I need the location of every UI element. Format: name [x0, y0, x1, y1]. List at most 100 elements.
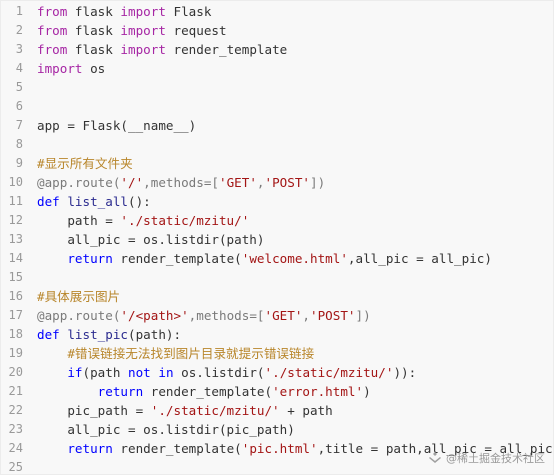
- code-token: (path: [82, 365, 129, 380]
- code-token: import: [120, 23, 166, 38]
- code-token: './static/mzitu/': [120, 213, 250, 228]
- code-text: return render_template('pic.html',title …: [37, 439, 554, 458]
- code-token: os: [82, 61, 106, 76]
- code-token: from: [37, 23, 68, 38]
- code-token: )):: [393, 365, 417, 380]
- line-number: 18: [8, 327, 23, 341]
- code-token: in: [158, 365, 174, 380]
- code-text: def list_all():: [37, 192, 151, 211]
- code-token: return: [67, 441, 113, 456]
- code-text: def list_pic(path):: [37, 325, 181, 344]
- code-token: ): [363, 384, 371, 399]
- code-text: @app.route('/<path>',methods=['GET','POS…: [37, 306, 371, 325]
- code-line: 6: [1, 97, 553, 116]
- code-text: return render_template('welcome.html',al…: [37, 249, 492, 268]
- line-number: 7: [15, 118, 23, 132]
- line-number: 10: [8, 175, 23, 189]
- code-line: 23 all_pic = os.listdir(pic_path): [1, 420, 553, 439]
- line-number: 15: [8, 270, 23, 284]
- code-text: path = './static/mzitu/': [37, 211, 249, 230]
- code-token: '/<path>': [120, 308, 189, 323]
- code-text: from flask import request: [37, 21, 227, 40]
- code-token: render_template: [165, 42, 288, 57]
- code-token: ():: [128, 194, 151, 209]
- code-token: return: [97, 384, 144, 399]
- code-text: #显示所有文件夹: [37, 154, 133, 173]
- code-token: from: [37, 42, 68, 57]
- code-text: #错误链接无法找到图片目录就提示错误链接: [37, 344, 314, 363]
- code-line: 19 #错误链接无法找到图片目录就提示错误链接: [1, 344, 553, 363]
- code-token: [37, 346, 67, 361]
- code-token: ]): [310, 175, 326, 190]
- code-text: import os: [37, 59, 105, 78]
- code-token: 'GET': [264, 308, 303, 323]
- watermark: @稀土掘金技术社区: [428, 450, 545, 466]
- code-line: 8: [1, 135, 553, 154]
- code-text: @app.route('/',methods=['GET','POST']): [37, 173, 325, 192]
- code-token: 'error.html': [272, 384, 364, 399]
- code-line: 18 def list_pic(path):: [1, 325, 553, 344]
- code-token: flask: [67, 23, 121, 38]
- code-text: all_pic = os.listdir(path): [37, 230, 264, 249]
- code-token: 'welcome.html': [241, 251, 348, 266]
- code-line: 5: [1, 78, 553, 97]
- line-number: 3: [15, 42, 23, 56]
- code-token: './static/mzitu/': [264, 365, 394, 380]
- code-line: 22 pic_path = './static/mzitu/' + path: [1, 401, 553, 420]
- code-line: 16#具体展示图片: [1, 287, 553, 306]
- code-token: list_pic: [67, 327, 129, 342]
- code-token: flask: [67, 4, 121, 19]
- code-token: ,: [256, 175, 265, 190]
- code-token: @app.route(: [37, 175, 121, 190]
- line-number: 9: [15, 156, 23, 170]
- code-token: def: [37, 327, 60, 342]
- code-token: ]): [355, 308, 371, 323]
- code-token: #具体展示图片: [37, 289, 121, 304]
- code-line: 15: [1, 268, 553, 287]
- code-token: app = Flask(__name__): [37, 118, 197, 133]
- juejin-logo-icon: [428, 451, 442, 465]
- code-token: 'POST': [310, 308, 356, 323]
- code-line: 17@app.route('/<path>',methods=['GET','P…: [1, 306, 553, 325]
- line-number: 20: [8, 365, 23, 379]
- code-line: 9 #显示所有文件夹: [1, 154, 553, 173]
- code-token: #显示所有文件夹: [37, 156, 133, 171]
- code-token: './static/mzitu/': [150, 403, 280, 418]
- code-token: import: [37, 61, 83, 76]
- code-token: 'POST': [264, 175, 311, 190]
- line-number: 6: [15, 99, 23, 113]
- code-line: 21 return render_template('error.html'): [1, 382, 553, 401]
- code-line: 14 return render_template('welcome.html'…: [1, 249, 553, 268]
- code-text: app = Flask(__name__): [37, 116, 196, 135]
- code-line: 24 return render_template('pic.html',tit…: [1, 439, 554, 458]
- line-number: 25: [8, 460, 23, 474]
- code-token: all_pic = os.listdir(pic_path): [37, 422, 295, 437]
- code-token: [37, 251, 67, 266]
- code-text: #具体展示图片: [37, 287, 120, 306]
- code-token: path =: [37, 213, 121, 228]
- line-number: 13: [8, 232, 23, 246]
- code-token: os.listdir(: [173, 365, 265, 380]
- line-number: 22: [8, 403, 23, 417]
- code-line: 12 path = './static/mzitu/': [1, 211, 553, 230]
- code-token: not: [128, 365, 151, 380]
- code-token: from: [37, 4, 68, 19]
- line-number: 19: [8, 346, 23, 360]
- code-token: ,title = path,all_pic = all_pic): [317, 441, 554, 456]
- line-number: 23: [8, 422, 23, 436]
- code-token: list_all: [67, 194, 129, 209]
- code-text: pic_path = './static/mzitu/' + path: [37, 401, 332, 420]
- code-token: #错误链接无法找到图片目录就提示错误链接: [67, 346, 315, 361]
- code-token: @app.route(: [37, 308, 121, 323]
- code-token: all_pic = os.listdir(path): [37, 232, 265, 247]
- code-token: import: [120, 4, 166, 19]
- code-line: 25: [1, 458, 553, 474]
- line-number: 8: [15, 137, 23, 151]
